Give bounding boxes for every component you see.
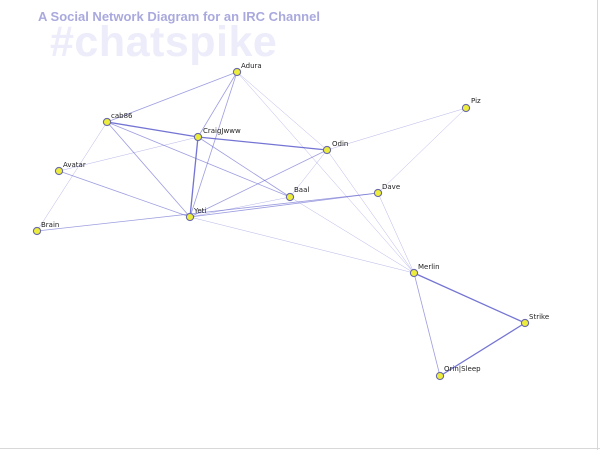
edge-avatar-yeti <box>58 170 191 218</box>
node-marker <box>54 166 64 176</box>
node-marker <box>193 132 203 142</box>
edge-yeti-dave <box>189 192 379 218</box>
node-marker <box>32 226 42 236</box>
node-merlin: Merlin <box>409 263 440 278</box>
node-marker <box>409 268 419 278</box>
node-odin: Odin <box>322 140 348 155</box>
node-yeti: Yeti <box>185 207 206 222</box>
node-brain: Brain <box>32 221 59 236</box>
edge-piz-dave <box>377 107 467 194</box>
edge-odin-merlin <box>326 149 415 274</box>
node-craigjwww: CraigJwww <box>193 127 241 142</box>
edge-craigjwww-avatar <box>58 136 199 172</box>
edge-cab86-adura <box>106 71 238 123</box>
edge-merlin-strike <box>413 272 526 324</box>
node-cab86: cab86 <box>102 112 133 127</box>
edge-craigjwww-yeti <box>189 136 199 218</box>
node-marker <box>322 145 332 155</box>
node-label: Merlin <box>418 263 440 271</box>
edge-yeti-baal <box>189 196 291 218</box>
node-strike: Strike <box>520 313 549 328</box>
node-marker <box>285 192 295 202</box>
node-label: CraigJwww <box>203 127 241 135</box>
node-label: Orin|Sleep <box>444 365 481 373</box>
edge-brain-dave <box>36 192 379 232</box>
edge-cab86-brain <box>36 121 108 232</box>
node-label: Avatar <box>63 161 86 169</box>
edge-cab86-baal <box>106 121 291 198</box>
edge-cab86-craigjwww <box>106 121 199 138</box>
edge-adura-craigjwww <box>197 71 238 138</box>
frame-border-right <box>597 0 598 450</box>
edge-orinsleep-strike <box>439 322 526 377</box>
edge-layer <box>36 71 526 377</box>
node-baal: Baal <box>285 186 309 202</box>
diagram-title: A Social Network Diagram for an IRC Chan… <box>38 9 320 24</box>
channel-watermark: #chatspike <box>50 18 278 66</box>
node-label: Baal <box>294 186 309 194</box>
edge-odin-yeti <box>189 149 328 218</box>
node-label: cab86 <box>111 112 133 120</box>
edge-adura-yeti <box>189 71 238 218</box>
edge-adura-odin <box>236 71 328 151</box>
frame-border-bottom <box>0 448 600 449</box>
node-label: Yeti <box>193 207 206 215</box>
node-marker <box>461 103 471 113</box>
node-adura: Adura <box>232 62 262 77</box>
edge-baal-merlin <box>289 196 415 274</box>
node-label: Piz <box>471 97 481 105</box>
node-orinsleep: Orin|Sleep <box>435 365 481 381</box>
node-label: Adura <box>241 62 262 70</box>
node-label: Odin <box>332 140 348 148</box>
edge-merlin-orinsleep <box>413 272 441 377</box>
node-label: Brain <box>41 221 59 229</box>
node-avatar: Avatar <box>54 161 86 176</box>
node-label: Dave <box>382 183 400 191</box>
edge-craigjwww-odin <box>197 136 328 151</box>
edge-cab86-yeti <box>106 121 191 218</box>
edge-odin-baal <box>289 149 328 198</box>
node-marker <box>435 371 445 381</box>
node-piz: Piz <box>461 97 481 113</box>
edge-dave-merlin <box>377 192 415 274</box>
edge-adura-merlin <box>236 71 415 274</box>
edge-craigjwww-baal <box>197 136 291 198</box>
node-marker <box>102 117 112 127</box>
node-marker <box>373 188 383 198</box>
edge-odin-piz <box>326 107 467 151</box>
node-label: Strike <box>529 313 549 321</box>
node-marker <box>185 212 195 222</box>
node-marker <box>520 318 530 328</box>
node-dave: Dave <box>373 183 400 198</box>
node-marker <box>232 67 242 77</box>
edge-yeti-merlin <box>189 216 415 274</box>
